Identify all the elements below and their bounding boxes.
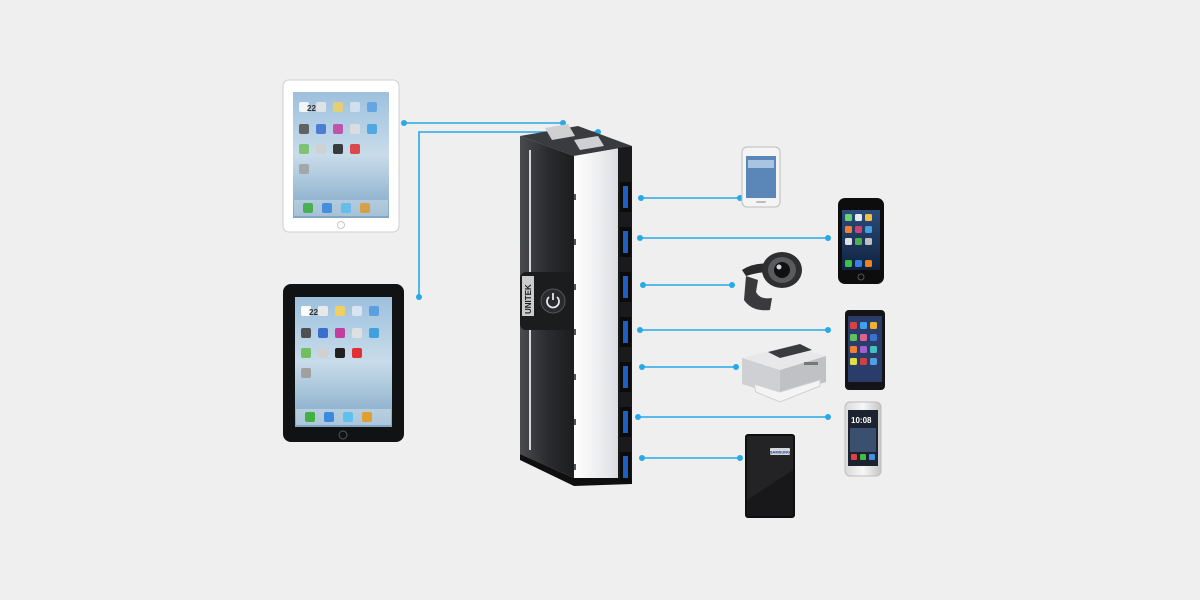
home-button-icon xyxy=(338,430,348,440)
usb-port[interactable] xyxy=(620,272,631,302)
port-divider xyxy=(574,239,576,245)
port-divider xyxy=(574,194,576,200)
port-divider xyxy=(574,419,576,425)
connector-dot xyxy=(825,235,831,241)
connector-dot xyxy=(640,282,646,288)
android-smartphone xyxy=(845,310,885,390)
brand-label-plate xyxy=(522,276,534,316)
port-divider xyxy=(574,374,576,380)
silver-smartphone: 10:08 xyxy=(844,401,882,477)
port-divider xyxy=(574,464,576,470)
phone-app-grid xyxy=(850,322,877,365)
black-smartphone xyxy=(838,198,884,284)
external-hard-drive: SAMSUNG xyxy=(745,434,795,518)
brand-label: UNITEK xyxy=(524,284,533,314)
usb-port[interactable] xyxy=(620,452,631,482)
connector-dot xyxy=(639,455,645,461)
tablet-time-label: 22 xyxy=(309,308,318,317)
printer xyxy=(742,344,826,403)
connector-dot xyxy=(638,195,644,201)
connector-dot xyxy=(639,364,645,370)
phone-app-grid xyxy=(845,214,872,267)
home-button-icon xyxy=(857,273,865,281)
connector-dot xyxy=(737,455,743,461)
phone-time-label: 10:08 xyxy=(851,416,872,425)
connector-lines xyxy=(401,120,831,461)
connector-dot xyxy=(729,282,735,288)
power-icon xyxy=(546,293,560,309)
connector-line xyxy=(418,131,598,297)
connector-dot xyxy=(733,364,739,370)
black-tablet: 22 xyxy=(283,284,404,442)
usb-port[interactable] xyxy=(620,227,631,257)
tablet-app-grid xyxy=(294,102,388,216)
usb-port[interactable] xyxy=(620,362,631,392)
drive-brand-plate xyxy=(770,448,790,455)
usb-port[interactable] xyxy=(620,407,631,437)
connector-dot xyxy=(637,235,643,241)
port-divider xyxy=(574,329,576,335)
connector-dot xyxy=(401,120,407,126)
webcam xyxy=(742,252,802,311)
small-tablet xyxy=(741,146,781,208)
connector-dot xyxy=(825,327,831,333)
connector-dot xyxy=(416,294,422,300)
usb-hub: UNITEK xyxy=(520,124,632,486)
home-button-icon xyxy=(337,221,345,229)
connector-dot xyxy=(635,414,641,420)
tablet-time-label: 22 xyxy=(307,104,316,113)
connector-dot xyxy=(560,120,566,126)
connector-dot xyxy=(825,414,831,420)
usb-port[interactable] xyxy=(620,182,631,212)
usb-ports xyxy=(574,182,631,482)
power-button[interactable] xyxy=(540,288,566,314)
usb-port[interactable] xyxy=(620,317,631,347)
drive-brand-label: SAMSUNG xyxy=(770,450,790,455)
connector-dot xyxy=(637,327,643,333)
tablet-app-grid xyxy=(296,306,391,425)
white-tablet: 22 xyxy=(282,79,400,233)
port-divider xyxy=(574,284,576,290)
